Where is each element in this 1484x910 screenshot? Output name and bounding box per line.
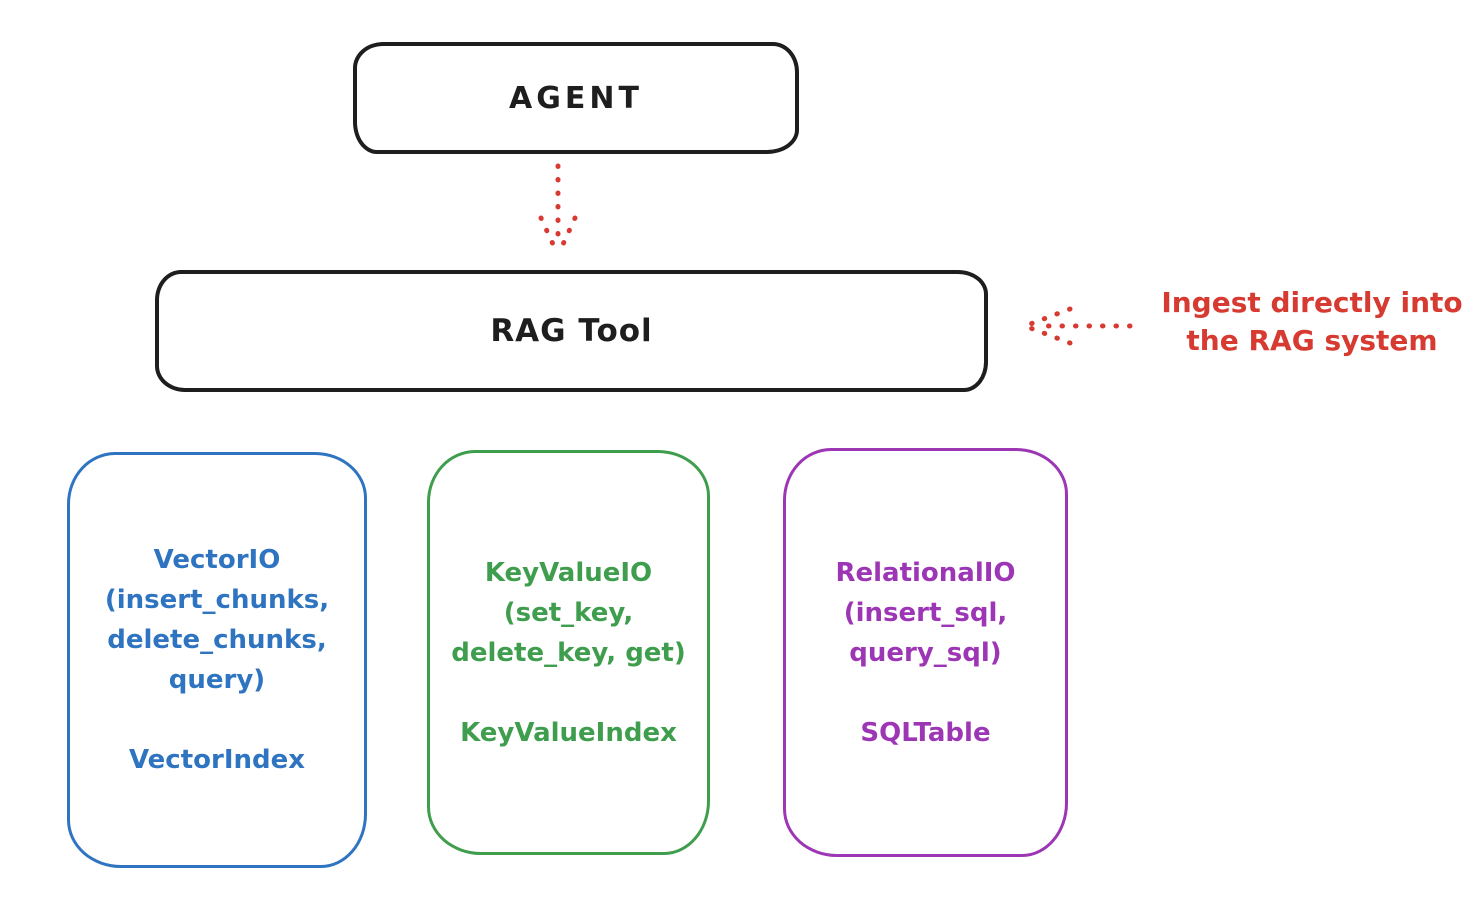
store-line: (insert_chunks, <box>104 585 330 615</box>
store-line <box>786 673 1065 713</box>
store-line: SQLTable <box>860 717 991 748</box>
annotation-text: Ingest directly into the RAG system <box>1140 284 1484 360</box>
annotation-to-ragtool-arrow <box>1022 306 1133 346</box>
store-line: delete_chunks, <box>107 625 327 655</box>
store-line: delete_key, get) <box>451 637 686 668</box>
agent-node: AGENT <box>353 42 799 154</box>
store-line <box>70 700 364 740</box>
store-line: VectorIO <box>153 545 281 575</box>
store-line: RelationalIO <box>835 557 1016 588</box>
store-line: query) <box>168 665 266 695</box>
store-line: query_sql) <box>849 637 1002 668</box>
store-line: KeyValueIndex <box>460 717 677 748</box>
store-box-relational-io: RelationalIO (insert_sql, query_sql) SQL… <box>783 448 1068 857</box>
annotation-line: the RAG system <box>1186 324 1438 357</box>
store-line: (set_key, <box>503 597 634 628</box>
store-line: (insert_sql, <box>843 597 1008 628</box>
annotation-line: Ingest directly into <box>1161 286 1463 319</box>
store-line: KeyValueIO <box>484 557 653 588</box>
agent-to-ragtool-arrow <box>538 163 578 256</box>
store-line <box>430 673 707 713</box>
rag-tool-node: RAG Tool <box>155 270 988 392</box>
store-line: VectorIndex <box>128 745 306 775</box>
rag-tool-label: RAG Tool <box>490 313 653 349</box>
agent-label: AGENT <box>509 80 643 116</box>
store-box-vector-io: VectorIO (insert_chunks, delete_chunks, … <box>67 452 367 868</box>
store-box-keyvalue-io: KeyValueIO (set_key, delete_key, get) Ke… <box>427 450 710 855</box>
